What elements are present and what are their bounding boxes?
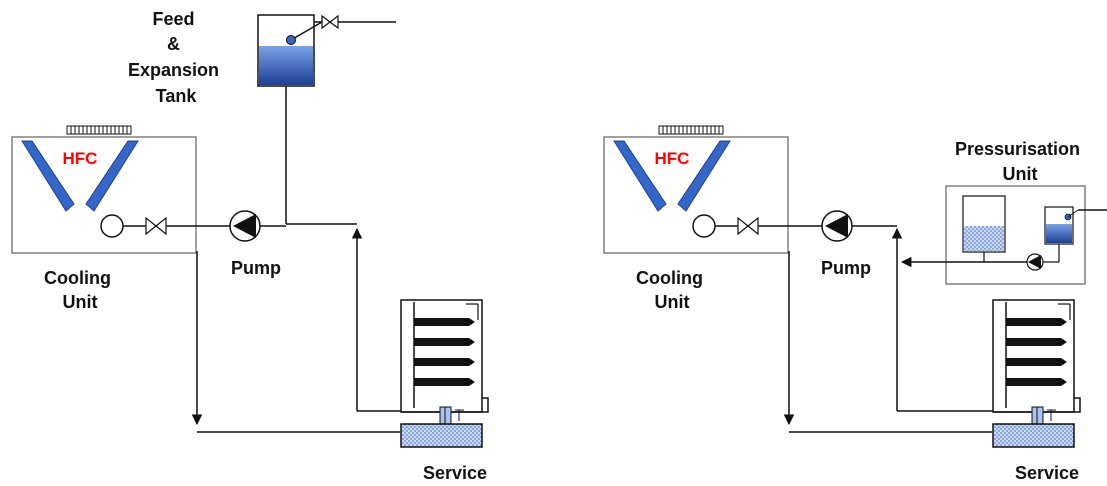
service-label: Service (423, 463, 487, 483)
pressurisation-unit (945, 185, 1107, 285)
cooling-unit-right: HFC (603, 125, 789, 254)
service-label: Service (1015, 463, 1079, 483)
cooling-unit-label: Cooling Unit (636, 268, 708, 312)
fan-grille-icon (66, 125, 132, 135)
valve-icon (737, 216, 759, 236)
pump-label: Pump (821, 258, 871, 278)
pump-label: Pump (231, 258, 281, 278)
feed-tank-label: Feed & Expansion Tank (128, 9, 224, 106)
cooling-unit: HFC (11, 125, 197, 254)
pump-icon (821, 210, 853, 242)
cistern (962, 195, 1006, 253)
pump-icon (229, 210, 261, 242)
fan-motor-icon (100, 214, 124, 238)
expansion-vessel (1044, 206, 1079, 245)
refrigerant-label: HFC (63, 149, 98, 168)
valve-icon (145, 216, 167, 236)
service-unit-right (992, 299, 1081, 448)
float-valve-icon (321, 14, 339, 30)
v-coil (21, 140, 139, 212)
pressurisation-unit-label: Pressurisation Unit (955, 139, 1085, 184)
pump-icon (1026, 253, 1044, 271)
fan-grille-icon (658, 125, 724, 135)
v-coil (613, 140, 731, 212)
right-system: HFC Cooling Unit Pump Pressurisation Uni… (603, 125, 1107, 483)
refrigerant-label: HFC (655, 149, 690, 168)
service-unit (400, 299, 489, 448)
left-system: Feed & Expansion Tank (11, 9, 489, 483)
feed-expansion-tank (257, 14, 396, 87)
fan-coil-icon (1005, 302, 1071, 408)
fan-motor-icon (692, 214, 716, 238)
cooling-unit-label: Cooling Unit (44, 268, 116, 312)
fan-coil-icon (413, 302, 479, 408)
